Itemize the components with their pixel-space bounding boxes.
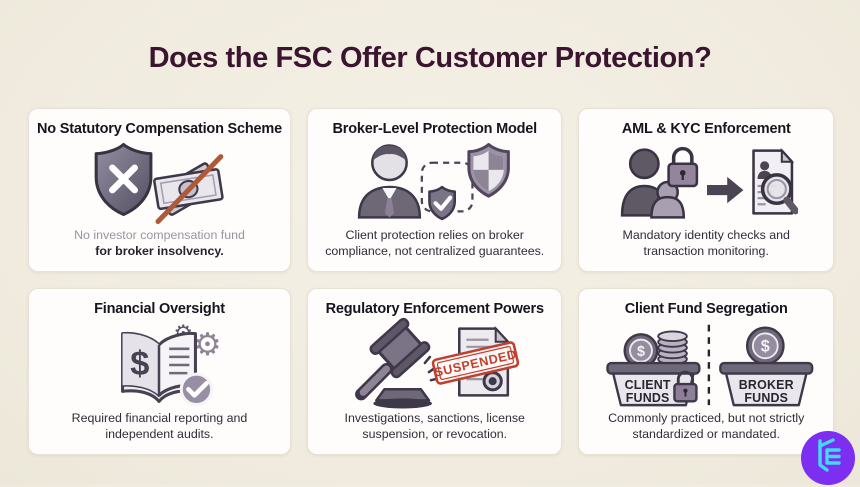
desc-line: standardized or mandated. bbox=[632, 427, 780, 442]
desc-line: Required financial reporting and bbox=[71, 411, 248, 426]
card-description: No investor compensation fund for broker… bbox=[74, 228, 245, 260]
broker-coin: $ bbox=[746, 326, 785, 366]
broker-funds-label: FUNDS bbox=[745, 391, 789, 405]
check-shield bbox=[427, 185, 456, 220]
ledger-audit-svg: ⚙ ⚙ $ bbox=[121, 321, 222, 407]
desc-line: transaction monitoring. bbox=[643, 244, 769, 259]
client-funds-label: FUNDS bbox=[626, 391, 670, 405]
quartered-shield bbox=[467, 142, 510, 198]
card-broker-level-protection: Broker-Level Protection Model bbox=[306, 108, 563, 272]
card-description: Commonly practiced, but not strictly sta… bbox=[608, 411, 804, 443]
arrow-right-icon bbox=[707, 176, 744, 203]
client-funds-label: CLIENT bbox=[625, 378, 671, 392]
card-aml-kyc-enforcement: AML & KYC Enforcement bbox=[578, 108, 834, 272]
card-title: Financial Oversight bbox=[94, 301, 225, 317]
desc-line: compliance, not centralized guarantees. bbox=[325, 244, 545, 259]
broker-person-shields-icon bbox=[349, 137, 521, 228]
card-title: Client Fund Segregation bbox=[624, 301, 788, 317]
broker-person-shields-svg bbox=[357, 142, 510, 220]
desc-line: independent audits. bbox=[105, 427, 214, 442]
brand-logo bbox=[801, 431, 855, 485]
gear-icon: ⚙ bbox=[194, 327, 222, 363]
broker-funds-label: BROKER bbox=[739, 378, 794, 392]
card-no-statutory-compensation: No Statutory Compensation Scheme bbox=[28, 108, 291, 272]
fund-segregation-svg: $ CLIENT FUNDS bbox=[606, 324, 814, 407]
padlock-icon bbox=[673, 370, 698, 403]
svg-text:$: $ bbox=[637, 344, 645, 360]
shield-x-crossed-money-svg bbox=[95, 142, 225, 224]
gavel-icon bbox=[354, 317, 442, 409]
page-title: Does the FSC Offer Customer Protection? bbox=[148, 42, 712, 74]
person-small bbox=[650, 180, 686, 219]
broker-person bbox=[357, 143, 421, 219]
magnifier-icon bbox=[761, 172, 799, 214]
fund-segregation-icon: $ CLIENT FUNDS bbox=[596, 317, 816, 411]
dollar-sign: $ bbox=[131, 345, 150, 383]
desc-line: suspension, or revocation. bbox=[362, 427, 508, 442]
card-description: Mandatory identity checks and transactio… bbox=[623, 228, 790, 260]
broker-funds-bin: $ BROKER FUNDS bbox=[719, 326, 814, 407]
desc-line: Client protection relies on broker bbox=[345, 228, 524, 243]
open-ledger-book: $ bbox=[121, 332, 198, 404]
svg-text:$: $ bbox=[761, 338, 770, 356]
card-title: AML & KYC Enforcement bbox=[621, 121, 791, 137]
shield-x-crossed-money-icon bbox=[83, 137, 235, 228]
gavel-suspended-svg: SUSPENDED bbox=[354, 317, 519, 409]
identity-check-icon bbox=[614, 137, 799, 228]
check-circle-icon bbox=[180, 372, 214, 407]
logo-glyph bbox=[818, 438, 841, 472]
ledger-audit-icon: ⚙ ⚙ $ bbox=[78, 317, 240, 411]
identity-check-svg bbox=[621, 146, 799, 219]
desc-line: Investigations, sanctions, license bbox=[344, 411, 525, 426]
gavel-base bbox=[374, 388, 430, 402]
card-financial-oversight: Financial Oversight ⚙ ⚙ $ bbox=[28, 288, 291, 455]
card-description: Client protection relies on broker compl… bbox=[325, 228, 544, 260]
coin-stack bbox=[657, 330, 689, 366]
card-description: Required financial reporting and indepen… bbox=[72, 411, 248, 443]
card-client-fund-segregation: Client Fund Segregation $ bbox=[578, 288, 834, 455]
card-description: Investigations, sanctions, license suspe… bbox=[345, 411, 525, 443]
card-regulatory-enforcement: Regulatory Enforcement Powers bbox=[306, 288, 563, 455]
desc-line: Commonly practiced, but not strictly bbox=[608, 411, 805, 426]
red-slash bbox=[155, 153, 224, 224]
client-funds-bin: $ CLIENT FUNDS bbox=[606, 330, 701, 407]
desc-line: for broker insolvency. bbox=[95, 244, 224, 259]
padlock-icon bbox=[667, 146, 699, 187]
card-title: No Statutory Compensation Scheme bbox=[37, 121, 282, 137]
card-title: Broker-Level Protection Model bbox=[332, 121, 537, 137]
desc-line: Mandatory identity checks and bbox=[622, 228, 790, 243]
gavel-suspended-icon: SUSPENDED bbox=[348, 317, 522, 411]
x-mark bbox=[109, 164, 139, 194]
cards-grid: No Statutory Compensation Scheme bbox=[28, 108, 834, 455]
card-title: Regulatory Enforcement Powers bbox=[325, 301, 544, 317]
desc-line: No investor compensation fund bbox=[74, 228, 245, 243]
